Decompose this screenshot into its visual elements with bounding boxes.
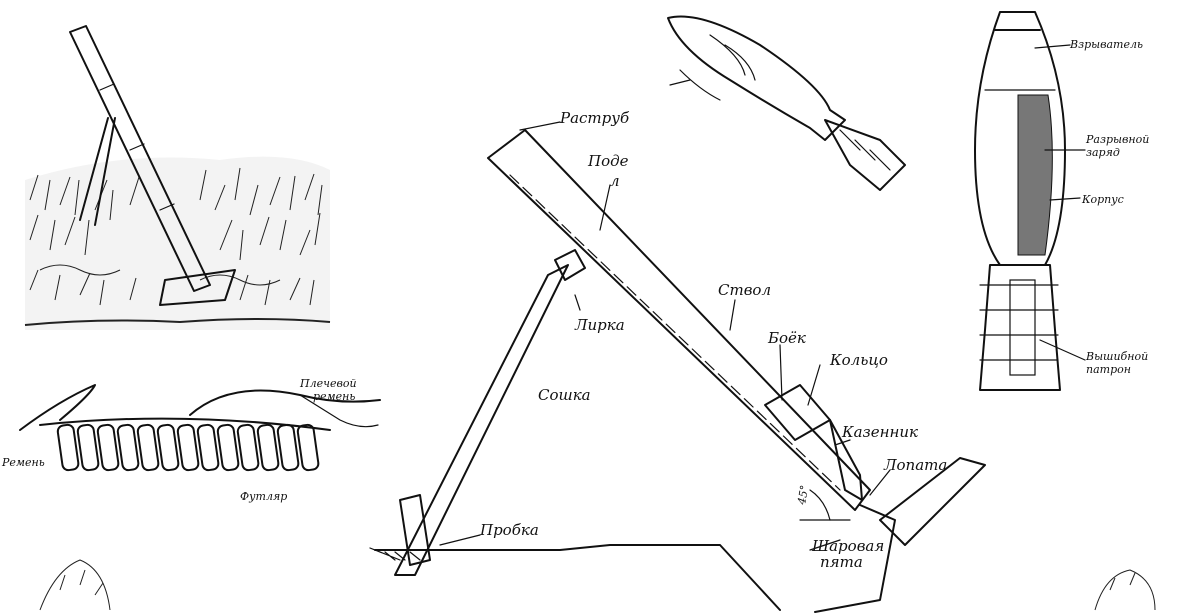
label-patron: патрон [1086,363,1131,376]
label-pode-2: л [610,172,620,190]
label-vyshibnoy: Вышибной [1085,350,1148,363]
label-rastrub: Раструб [559,109,630,127]
shell-cross-section: Взрыватель Разрывной заряд Корпус Вышибн… [974,11,1149,391]
label-probka: Пробка [479,521,539,539]
label-kazennik: Казенник [841,423,918,441]
label-angle: 45° [795,484,811,506]
label-plechevoy: Плечевой [299,377,357,390]
label-zaryad: заряд [1086,146,1120,159]
mortar-main-diagram: Раструб Поде л Лирка Сошка Ствол Боёк Ко… [369,109,986,613]
shell-sketch [667,15,906,191]
label-sharovaya: Шаровая [811,537,884,555]
label-razryvnoy: Разрывной [1085,133,1149,146]
label-futlyar: Футляр [240,490,287,503]
label-stvol: Ствол [718,281,771,299]
label-lopata: Лопата [883,456,947,474]
label-remen-top: ремень [313,390,355,403]
grass-hatching [24,156,331,330]
mortar-field-sketch [24,25,331,330]
label-soshka: Сошка [538,386,591,404]
label-vzryvatel: Взрыватель [1069,38,1143,51]
ammo-belt-sketch: Плечевой ремень Ремень Футляр [1,377,381,503]
label-pode: Поде [587,152,629,170]
label-boek: Боёк [767,329,806,347]
label-koltso: Кольцо [829,351,888,369]
label-pyata: пята [820,553,863,571]
label-remen: Ремень [1,456,45,469]
label-lirka: Лирка [574,316,625,334]
belt-canisters [56,423,320,472]
label-korpus: Корпус [1081,193,1124,206]
corner-sketches [39,559,1156,611]
